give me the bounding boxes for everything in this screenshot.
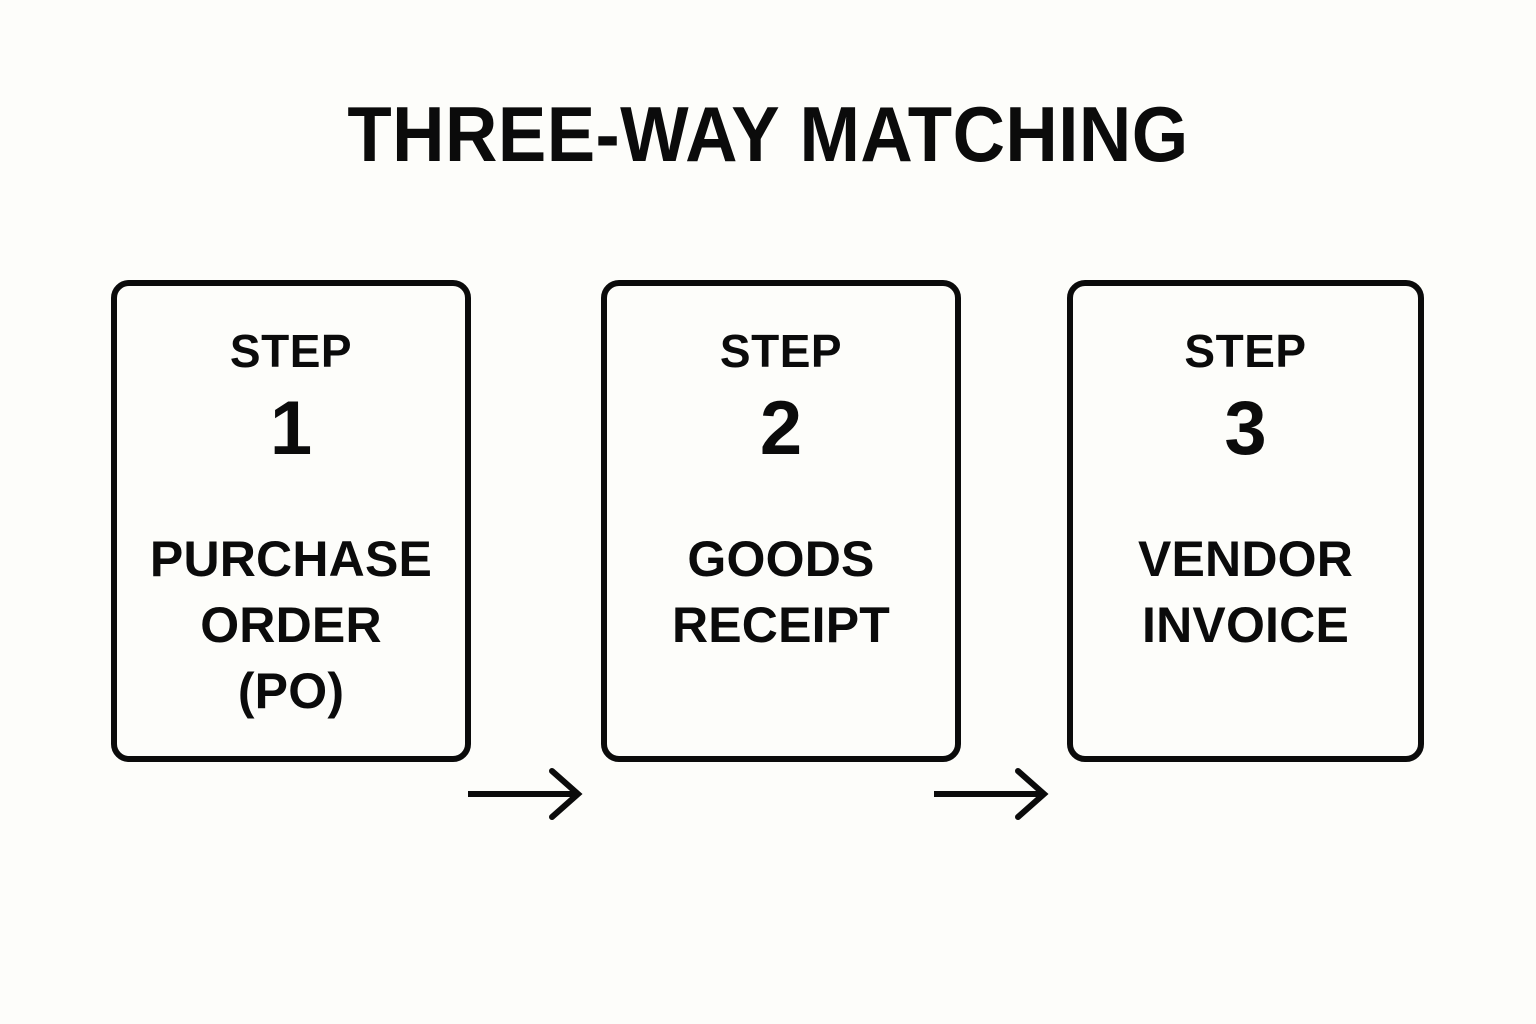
step-label-1-line-2: ORDER (200, 597, 382, 653)
step-number-2: 2 (759, 386, 803, 471)
step-label-2-line-1: GOODS (687, 531, 875, 587)
step-word-2: STEP (719, 325, 843, 377)
step-label-3-line-1: VENDOR (1137, 531, 1354, 587)
arrow-right-icon-1 (468, 767, 590, 821)
step-label-1-line-1: PURCHASE (149, 531, 433, 587)
step-word-1: STEP (229, 325, 353, 377)
step-label-3: VENDOR INVOICE (1073, 526, 1418, 658)
arrow-right-icon-2 (934, 767, 1056, 821)
step-number-3: 3 (1224, 386, 1267, 471)
step-number-1: 1 (269, 386, 313, 471)
step-word-3: STEP (1184, 325, 1307, 377)
step-label-2: GOODS RECEIPT (607, 526, 955, 658)
step-label-1: PURCHASE ORDER (PO) (117, 526, 465, 724)
step-card-1[interactable]: STEP 1 PURCHASE ORDER (PO) (111, 280, 471, 762)
page-title: THREE-WAY MATCHING (347, 90, 1189, 178)
step-card-2[interactable]: STEP 2 GOODS RECEIPT (601, 280, 961, 762)
step-label-2-line-2: RECEIPT (671, 597, 891, 653)
step-card-3[interactable]: STEP 3 VENDOR INVOICE (1067, 280, 1424, 762)
step-label-1-line-3: (PO) (237, 663, 345, 719)
process-flow: STEP 1 PURCHASE ORDER (PO) STEP 2 GOODS … (0, 280, 1536, 820)
step-label-3-line-2: INVOICE (1142, 597, 1349, 653)
